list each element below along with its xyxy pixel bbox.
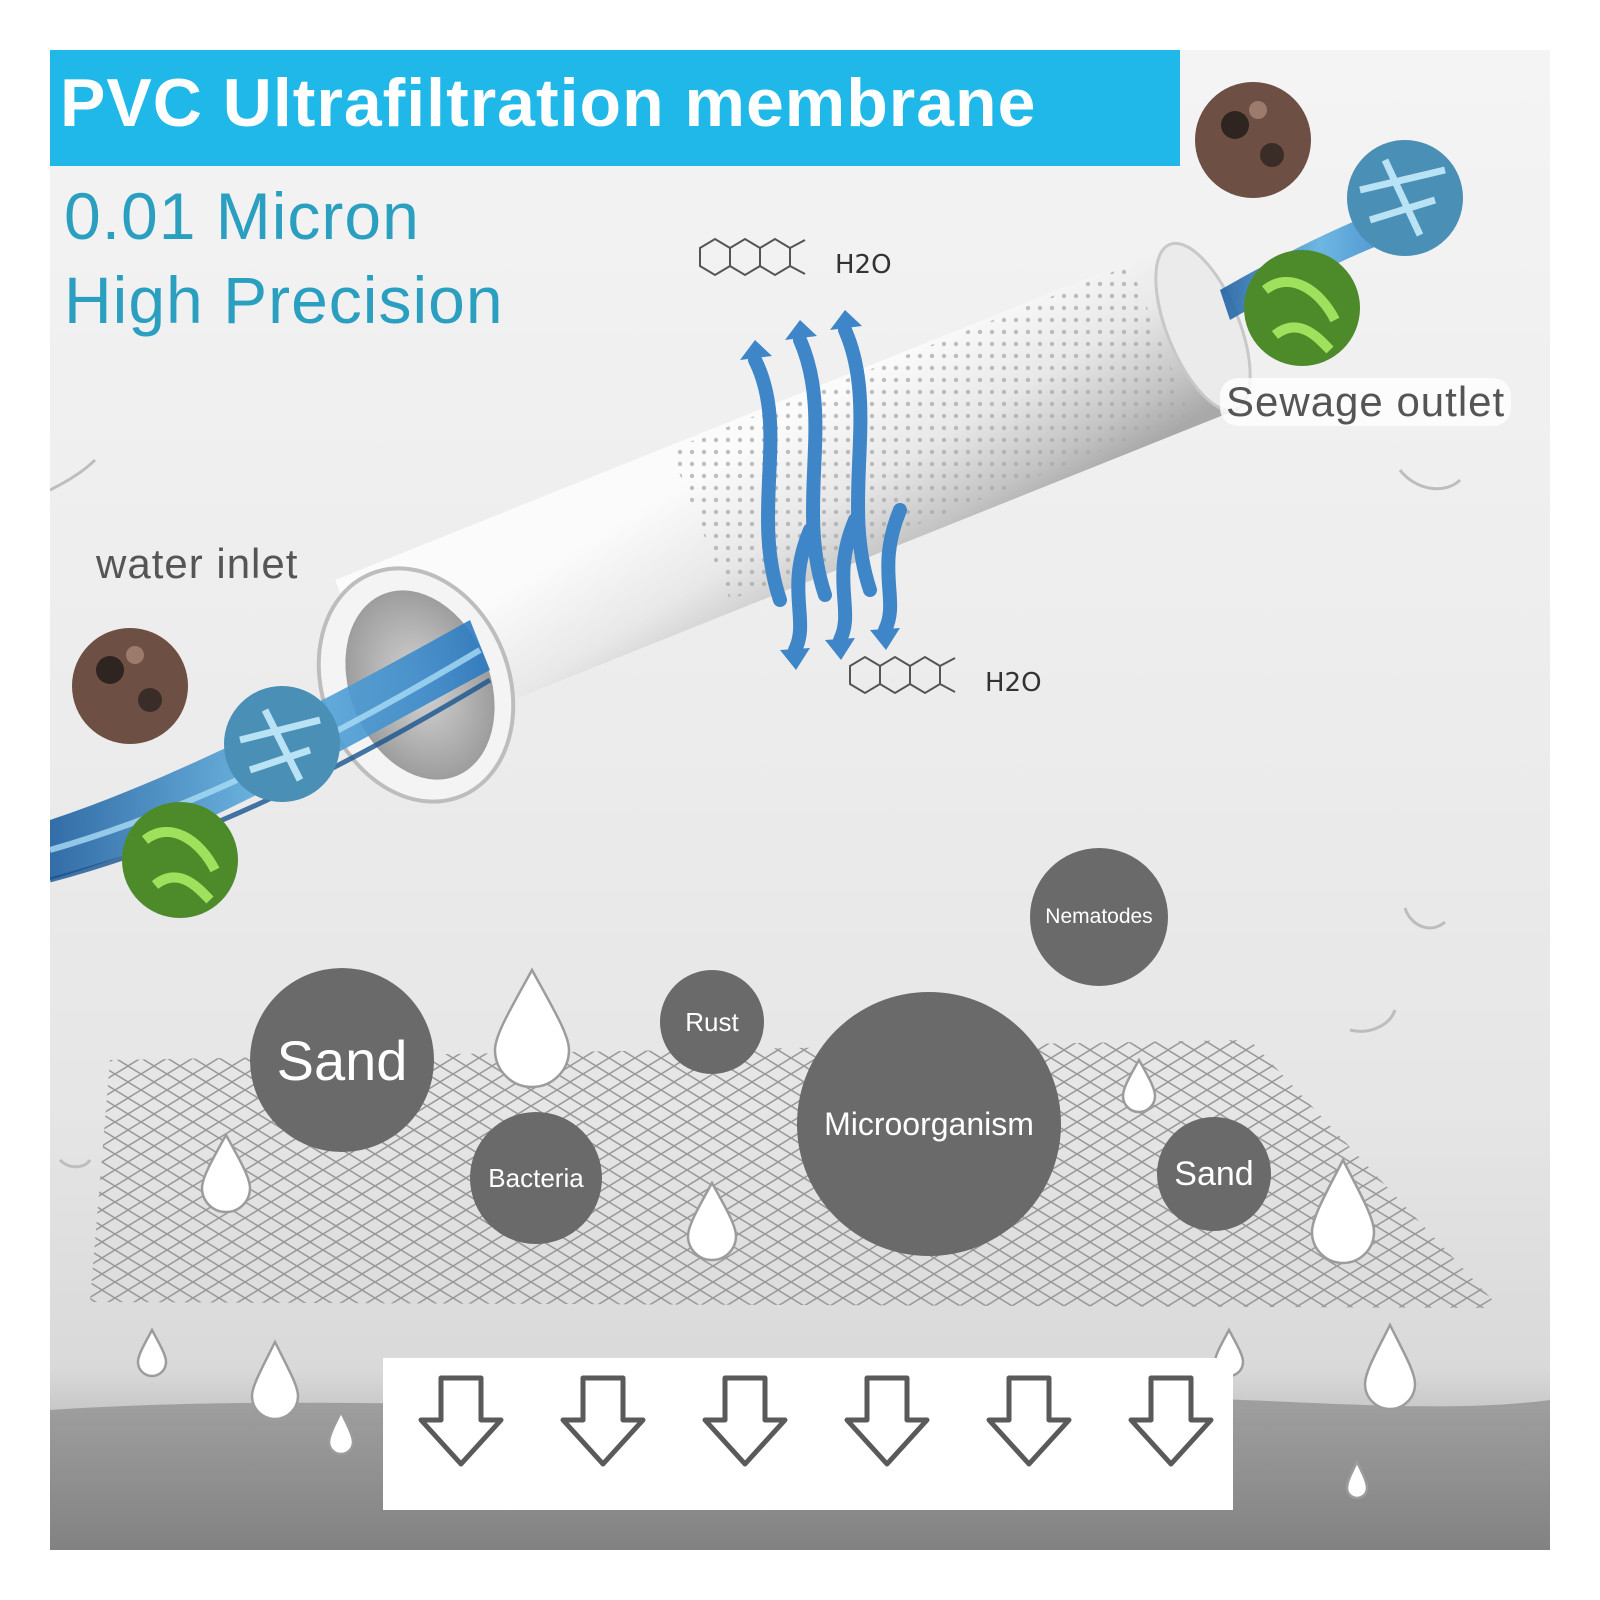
subtitle-line-2: High Precision (64, 263, 504, 337)
filtered-water-arrows (383, 1358, 1233, 1510)
particle-sand-small: Sand (1157, 1117, 1271, 1231)
illustration-layer (50, 82, 1550, 1550)
water-drop-icon (136, 967, 1417, 1500)
flow-arrowheads (740, 310, 900, 670)
down-arrow-icon (844, 1375, 930, 1467)
down-arrow-icon (702, 1375, 788, 1467)
page-title: PVC Ultrafiltration membrane (60, 65, 1037, 141)
down-arrow-icon (418, 1375, 504, 1467)
particle-sand-large: Sand (250, 968, 434, 1152)
title-banner: PVC Ultrafiltration membrane (50, 50, 1180, 166)
down-arrow-icon (986, 1375, 1072, 1467)
particle-microorganism: Microorganism (797, 992, 1061, 1256)
sewage-outlet-label: Sewage outlet (1220, 378, 1512, 426)
h2o-label-bottom: H2O (985, 668, 1042, 698)
particle-bacteria: Bacteria (470, 1112, 602, 1244)
flow-arrow-icon (748, 323, 907, 657)
infographic-canvas: PVC Ultrafiltration membrane 0.01 Micron… (50, 50, 1550, 1550)
water-drop-icon (50, 458, 1462, 1169)
water-inlet-label: water inlet (96, 540, 299, 587)
molecule-icon (699, 237, 956, 695)
particle-rust: Rust (660, 970, 764, 1074)
down-arrow-icon (560, 1375, 646, 1467)
contaminant-icon (72, 82, 1463, 918)
subtitle-line-1: 0.01 Micron (64, 179, 420, 253)
down-arrow-icon (1128, 1375, 1214, 1467)
particle-nematodes: Nematodes (1030, 848, 1168, 986)
h2o-label-top: H2O (835, 250, 892, 280)
